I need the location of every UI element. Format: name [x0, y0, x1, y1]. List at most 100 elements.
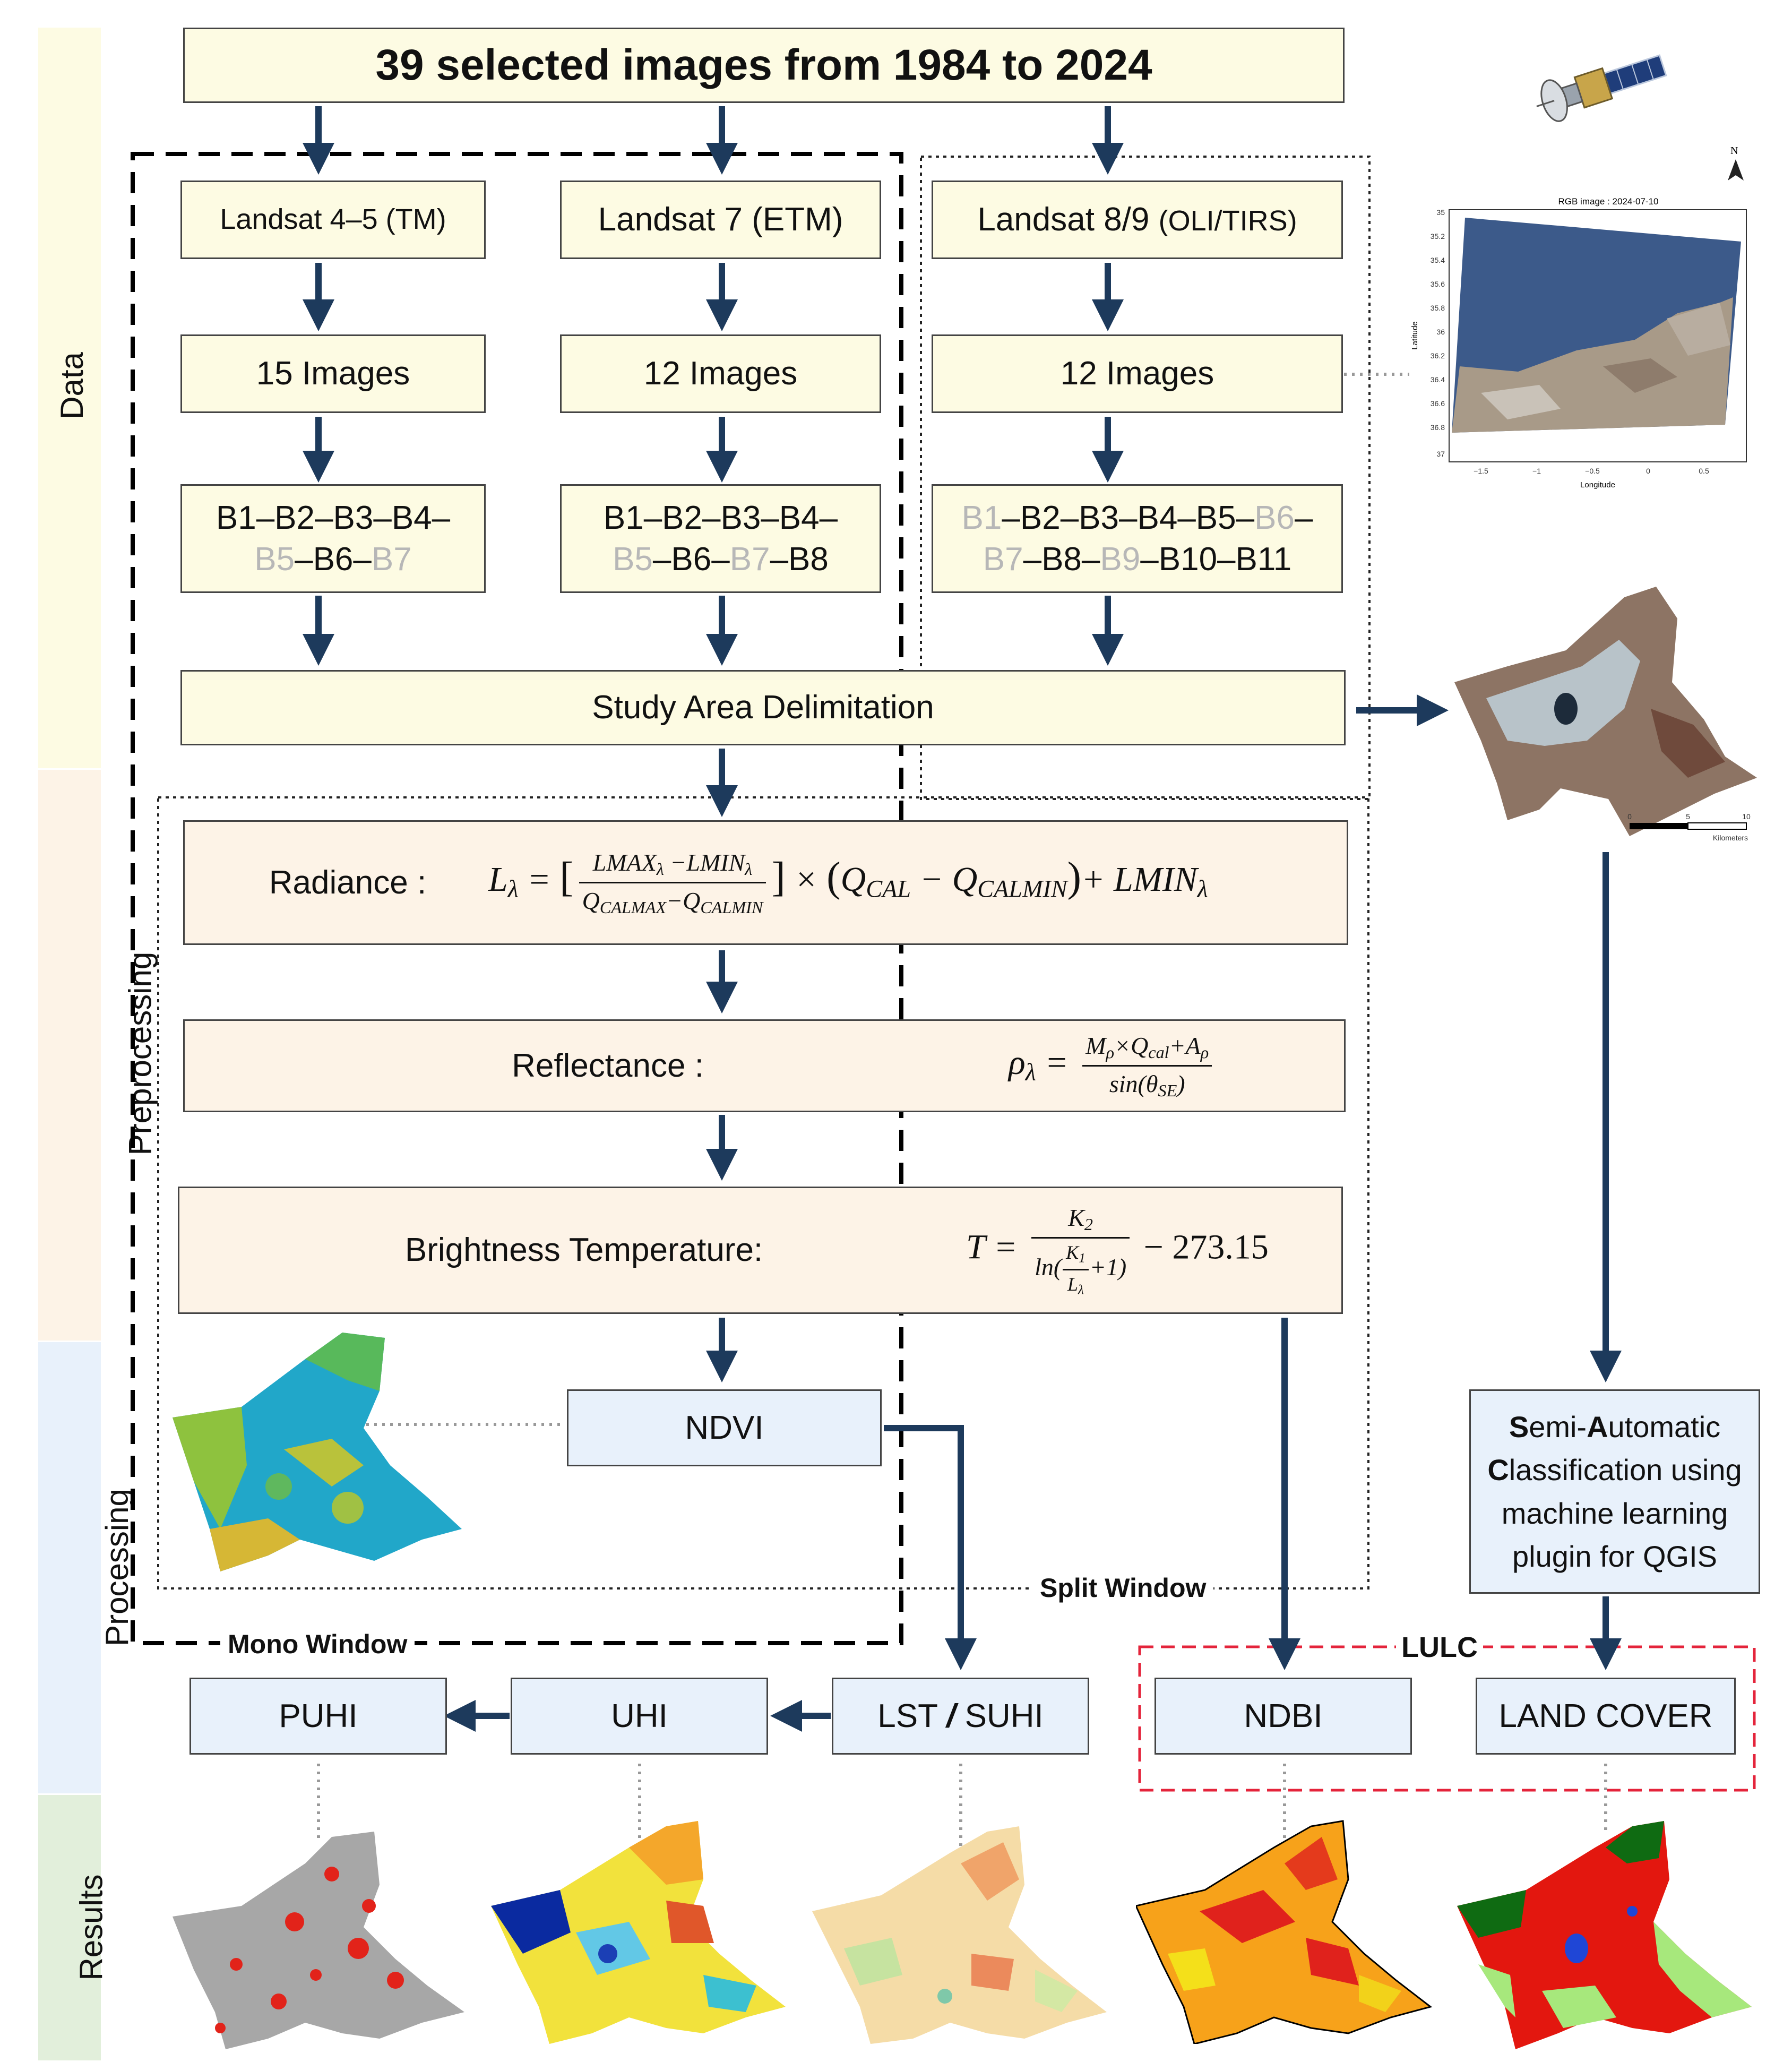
rgb-map-xticks: −1.5 −1 −0.5 0 0.5: [1474, 467, 1709, 475]
sensor-tm-box: Landsat 4–5 (TM): [180, 181, 486, 259]
uhi-label: UHI: [611, 1697, 668, 1734]
oli-bands-line2: B7–B8–B9–B10–B11: [983, 540, 1292, 578]
band-preprocessing: Preprocessing: [38, 770, 158, 1341]
puhi-label: PUHI: [279, 1697, 358, 1734]
svg-text:37: 37: [1436, 450, 1445, 458]
ndvi-label: NDVI: [685, 1409, 764, 1446]
etm-images-count: 12 Images: [643, 355, 798, 392]
land-cover-result-map: [1457, 1816, 1754, 2049]
scale-tick-1: 5: [1686, 812, 1690, 821]
svg-text:−0.5: −0.5: [1585, 467, 1600, 475]
oli-images-count: 12 Images: [1060, 355, 1214, 392]
svg-text:36.2: 36.2: [1431, 351, 1445, 360]
tm-bands-line1: B1–B2–B3–B4–: [216, 500, 451, 536]
scale-unit: Kilometers: [1713, 834, 1748, 842]
ndvi-box: NDVI: [567, 1389, 882, 1466]
svg-text:35.4: 35.4: [1431, 256, 1445, 264]
oli-bands-box: B1–B2–B3–B4–B5–B6– B7–B8–B9–B10–B11: [932, 484, 1343, 593]
tm-images-box: 15 Images: [180, 334, 486, 413]
oli-images-box: 12 Images: [932, 334, 1343, 413]
lst-suhi-label: LST / SUHI: [877, 1697, 1044, 1734]
brightness-temp-label: Brightness Temperature:: [404, 1232, 763, 1269]
mono-window-caption: Mono Window: [220, 1629, 415, 1660]
brightness-temp-constant: − 273.15: [1143, 1227, 1269, 1267]
svg-text:35.8: 35.8: [1431, 304, 1445, 312]
sac-line4: plugin for QGIS: [1512, 1539, 1717, 1573]
uhi-result-map: [491, 1816, 788, 2044]
rgb-map-yticks: 35 35.2 35.4 35.6 35.8 36 36.2 36.4 36.6…: [1431, 208, 1445, 458]
sac-line3: machine learning: [1501, 1496, 1728, 1530]
svg-text:35.2: 35.2: [1431, 232, 1445, 240]
svg-text:−1: −1: [1532, 467, 1541, 475]
svg-text:36.4: 36.4: [1431, 375, 1445, 384]
etm-bands-line2: B5–B6–B7–B8: [613, 540, 829, 578]
tm-images-count: 15 Images: [256, 355, 410, 392]
north-arrow-label: N: [1730, 145, 1738, 157]
rgb-map-title: RGB image : 2024-07-10: [1558, 196, 1659, 207]
study-area-clip-map: 0 5 10 Kilometers: [1449, 581, 1762, 857]
lst-suhi-box: LST / SUHI: [832, 1678, 1089, 1755]
svg-text:36.6: 36.6: [1431, 399, 1445, 408]
reflectance-label: Reflectance :: [512, 1047, 704, 1084]
split-window-caption: Split Window: [1032, 1573, 1214, 1603]
uhi-box: UHI: [511, 1678, 768, 1755]
header-box: 39 selected images from 1984 to 2024: [183, 28, 1345, 103]
lulc-caption: LULC: [1396, 1631, 1483, 1664]
oli-bands-line1: B1–B2–B3–B4–B5–B6–: [961, 500, 1313, 536]
landsat8-frame: [920, 156, 1371, 800]
svg-text:36: 36: [1436, 328, 1445, 336]
svg-text:36.8: 36.8: [1431, 423, 1445, 432]
rgb-map-ylabel: Latitude: [1410, 321, 1419, 349]
svg-text:0.5: 0.5: [1699, 467, 1709, 475]
scale-tick-0: 0: [1627, 812, 1632, 821]
sensor-oli-name: Landsat 8/9 (OLI/TIRS): [977, 201, 1297, 238]
rgb-image-map: N RGB image : 2024-07-10 35 35.2 35.4 35…: [1401, 143, 1762, 499]
band-processing: Processing: [38, 1342, 135, 1793]
band-results: Results: [38, 1795, 109, 2060]
svg-text:35: 35: [1436, 208, 1445, 217]
radiance-label: Radiance :: [269, 864, 427, 901]
split-window-frame: [157, 796, 1369, 1590]
tm-bands-box: B1–B2–B3–B4– B5–B6–B7: [180, 484, 486, 593]
sensor-tm-name: Landsat 4–5 (TM): [220, 203, 446, 236]
sensor-etm-box: Landsat 7 (ETM): [560, 181, 881, 259]
scale-bar: 0 5 10 Kilometers: [1627, 812, 1751, 842]
puhi-result-map: [173, 1826, 467, 2049]
land-cover-label: LAND COVER: [1498, 1697, 1713, 1734]
sensor-oli-box: Landsat 8/9 (OLI/TIRS): [932, 181, 1343, 259]
svg-text:35.6: 35.6: [1431, 280, 1445, 288]
etm-bands-box: B1–B2–B3–B4– B5–B6–B7–B8: [560, 484, 881, 593]
band-data: Data: [38, 28, 101, 768]
sac-line2: Classification using: [1487, 1453, 1742, 1487]
rgb-map-xlabel: Longitude: [1580, 480, 1615, 489]
sensor-etm-name: Landsat 7 (ETM): [598, 201, 843, 238]
etm-images-box: 12 Images: [560, 334, 881, 413]
tm-bands-line2: B5–B6–B7: [254, 540, 412, 578]
mono-window-frame: [131, 152, 903, 1645]
study-area-label: Study Area Delimitation: [592, 689, 934, 726]
etm-bands-line1: B1–B2–B3–B4–: [603, 500, 838, 536]
sac-line1: Semi-Automatic: [1509, 1410, 1721, 1444]
ndbi-result-map: [1134, 1816, 1433, 2045]
lst-result-map: [812, 1821, 1109, 2044]
scale-tick-2: 10: [1742, 812, 1751, 821]
land-cover-box: LAND COVER: [1476, 1678, 1736, 1755]
ndbi-label: NDBI: [1244, 1697, 1323, 1734]
ndbi-box: NDBI: [1155, 1678, 1412, 1755]
svg-text:0: 0: [1646, 467, 1650, 475]
header-title: 39 selected images from 1984 to 2024: [375, 40, 1152, 89]
sac-box: Semi-Automatic Classification using mach…: [1469, 1389, 1760, 1594]
north-arrow-icon: [1728, 159, 1744, 181]
puhi-box: PUHI: [189, 1678, 447, 1755]
ndvi-map: [173, 1327, 464, 1571]
satellite-icon: [1529, 37, 1677, 138]
svg-text:−1.5: −1.5: [1474, 467, 1488, 475]
study-area-box: Study Area Delimitation: [180, 670, 1346, 745]
